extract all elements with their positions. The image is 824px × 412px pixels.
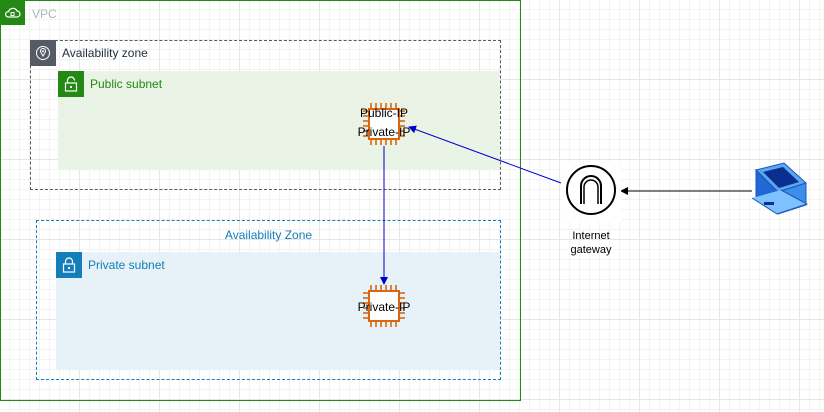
availability-zone-1[interactable]: [30, 40, 501, 190]
igw-to-instance-arrow[interactable]: [408, 125, 562, 184]
internet-gateway-label-line2: gateway: [570, 244, 612, 256]
private-subnet-label: Private subnet: [88, 258, 165, 272]
private-instance-private-ip: Private-IP: [357, 300, 411, 314]
public-instance-public-ip: Public-IP: [359, 106, 409, 120]
client-computer-icon[interactable]: [751, 162, 809, 215]
vpc-cloud-icon: [0, 0, 25, 25]
vpc-label: VPC: [32, 7, 57, 21]
availability-zone-2-label: Availability Zone: [224, 228, 313, 242]
public-subnet-lock-icon: [58, 71, 84, 97]
private-subnet-lock-icon: [56, 252, 82, 278]
public-instance-private-ip: Private-IP: [357, 125, 411, 139]
availability-zone-1-label: Availability zone: [62, 46, 148, 60]
availability-zone-2[interactable]: [36, 220, 501, 380]
internet-gateway-icon[interactable]: [561, 162, 621, 222]
private-subnet[interactable]: [56, 252, 500, 370]
public-subnet[interactable]: [58, 71, 500, 170]
public-subnet-label: Public subnet: [90, 77, 163, 91]
availability-zone-icon: [30, 40, 56, 66]
internet-gateway-label: Internet gateway: [549, 229, 633, 257]
internet-gateway-label-line1: Internet: [572, 230, 610, 242]
vpc-group[interactable]: [0, 0, 521, 401]
